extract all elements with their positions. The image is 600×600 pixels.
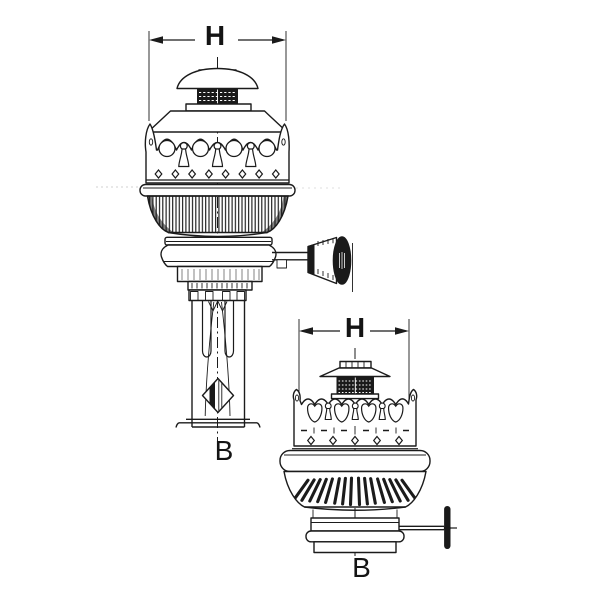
maker-diamond-emblem	[201, 377, 235, 414]
base-flange	[175, 418, 261, 428]
burner-drum	[160, 236, 277, 268]
wick-adjuster-knob	[399, 506, 457, 549]
collar-ring	[279, 449, 431, 473]
base-label-large: B	[215, 435, 234, 466]
height-dimension-large: H	[148, 20, 287, 121]
base-label-small: B	[352, 552, 371, 583]
arrow-right-icon	[272, 36, 286, 44]
large-burner-drawing: H	[139, 20, 353, 466]
arrow-right-icon	[395, 327, 409, 335]
slotted-basket	[283, 470, 427, 511]
arrow-left-icon	[299, 327, 313, 335]
flame-spreader-cap	[176, 67, 259, 112]
wick-adjuster-knob	[272, 236, 353, 292]
threaded-collar	[176, 265, 263, 302]
crown-gallery	[292, 388, 418, 450]
small-burner-drawing: H	[279, 312, 457, 583]
wick-tube	[175, 300, 261, 428]
height-dimension-label-large: H	[205, 20, 225, 51]
ribbed-basket	[146, 195, 289, 238]
crown-gallery	[144, 123, 290, 184]
flame-spreader-cap	[319, 360, 391, 400]
burner-collar	[305, 509, 405, 554]
arrow-left-icon	[149, 36, 163, 44]
gallery-shoulder	[147, 110, 288, 133]
crown-cutout-row	[301, 426, 409, 446]
collar-ring	[139, 183, 296, 197]
height-dimension-small: H	[298, 312, 410, 401]
height-dimension-label-small: H	[345, 312, 365, 343]
